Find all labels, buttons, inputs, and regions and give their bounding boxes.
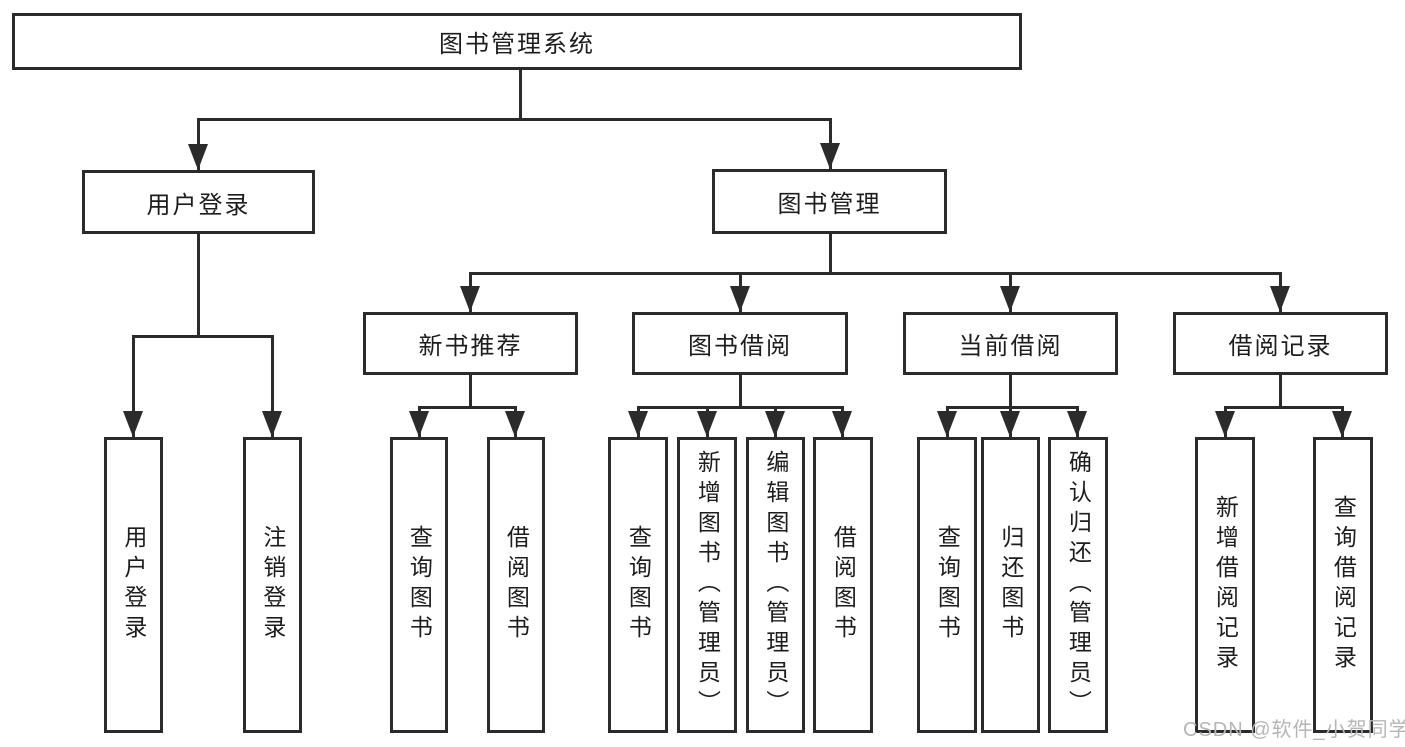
node-label: 图书管理 — [777, 191, 882, 218]
node-book-management: 图书管理 — [712, 169, 947, 234]
node-label: 编辑图书（管理员） — [762, 450, 789, 720]
connector-line — [946, 406, 1079, 409]
node-book-borrow: 图书借阅 — [632, 312, 848, 375]
node-label: 查询图书 — [625, 525, 652, 645]
arrow-down-icon — [820, 143, 840, 169]
arrow-down-icon — [832, 411, 852, 437]
arrow-down-icon — [123, 411, 143, 437]
leaf-return-books: 归还图书 — [981, 437, 1040, 733]
node-label: 查询借阅记录 — [1330, 495, 1357, 675]
leaf-logout: 注销登录 — [243, 437, 302, 733]
node-borrow-records: 借阅记录 — [1173, 312, 1388, 375]
node-label: 借阅记录 — [1228, 333, 1333, 360]
leaf-add-books-admin: 新增图书（管理员） — [677, 437, 737, 733]
node-label: 确认归还（管理员） — [1065, 450, 1092, 720]
connector-line — [271, 335, 274, 437]
connector-line — [197, 118, 831, 121]
node-label: 图书管理系统 — [439, 31, 595, 58]
connector-line — [418, 406, 517, 409]
connector-line — [132, 335, 274, 338]
connector-line — [197, 233, 200, 335]
leaf-confirm-return-admin: 确认归还（管理员） — [1048, 437, 1108, 733]
connector-line — [132, 335, 135, 437]
node-label: 归还图书 — [997, 525, 1024, 645]
arrow-down-icon — [1067, 411, 1087, 437]
node-current-borrow: 当前借阅 — [903, 312, 1118, 375]
connector-line — [469, 272, 1282, 275]
connector-line — [1009, 375, 1012, 406]
leaf-query-books-borrow: 查询图书 — [608, 437, 668, 733]
connector-line — [469, 375, 472, 406]
node-label: 查询图书 — [406, 525, 433, 645]
arrow-down-icon — [1332, 411, 1352, 437]
arrow-down-icon — [262, 411, 282, 437]
node-label: 借阅图书 — [503, 525, 530, 645]
node-new-book-recommend: 新书推荐 — [363, 312, 578, 375]
node-label: 用户登录 — [146, 191, 251, 219]
connector-line — [637, 406, 844, 409]
node-label: 新书推荐 — [418, 333, 523, 360]
node-label: 新增图书（管理员） — [694, 450, 721, 720]
node-label: 注销登录 — [259, 525, 286, 645]
node-user-login: 用户登录 — [82, 170, 315, 234]
node-label: 当前借阅 — [958, 333, 1063, 360]
arrow-down-icon — [937, 411, 957, 437]
watermark: CSDN @软件_小贺同学 — [1183, 719, 1405, 741]
leaf-edit-books-admin: 编辑图书（管理员） — [746, 437, 805, 733]
arrow-down-icon — [460, 286, 480, 312]
connector-line — [1279, 375, 1282, 406]
leaf-borrow-books-new: 借阅图书 — [487, 437, 545, 733]
arrow-down-icon — [765, 411, 785, 437]
connector-line — [829, 234, 832, 272]
arrow-down-icon — [1000, 411, 1020, 437]
node-label: 用户登录 — [120, 525, 147, 645]
node-library-management-system: 图书管理系统 — [12, 13, 1022, 70]
leaf-borrow-books: 借阅图书 — [813, 437, 873, 733]
node-label: 图书借阅 — [688, 333, 792, 360]
node-label: 借阅图书 — [830, 525, 857, 645]
arrow-down-icon — [628, 411, 648, 437]
arrow-down-icon — [505, 411, 525, 437]
arrow-down-icon — [1215, 411, 1235, 437]
leaf-query-borrow-record: 查询借阅记录 — [1313, 437, 1373, 733]
connector-line — [519, 70, 522, 118]
arrow-down-icon — [730, 286, 750, 312]
node-label: 新增借阅记录 — [1212, 495, 1239, 675]
connector-line — [1224, 406, 1344, 409]
arrow-down-icon — [1000, 286, 1020, 312]
arrow-down-icon — [188, 144, 208, 170]
arrow-down-icon — [409, 411, 429, 437]
leaf-query-books-current: 查询图书 — [917, 437, 977, 733]
leaf-query-books-new: 查询图书 — [390, 437, 448, 733]
leaf-user-login: 用户登录 — [104, 437, 163, 733]
arrow-down-icon — [1270, 286, 1290, 312]
node-label: 查询图书 — [934, 525, 961, 645]
connector-line — [739, 375, 742, 406]
arrow-down-icon — [697, 411, 717, 437]
leaf-add-borrow-record: 新增借阅记录 — [1195, 437, 1255, 733]
